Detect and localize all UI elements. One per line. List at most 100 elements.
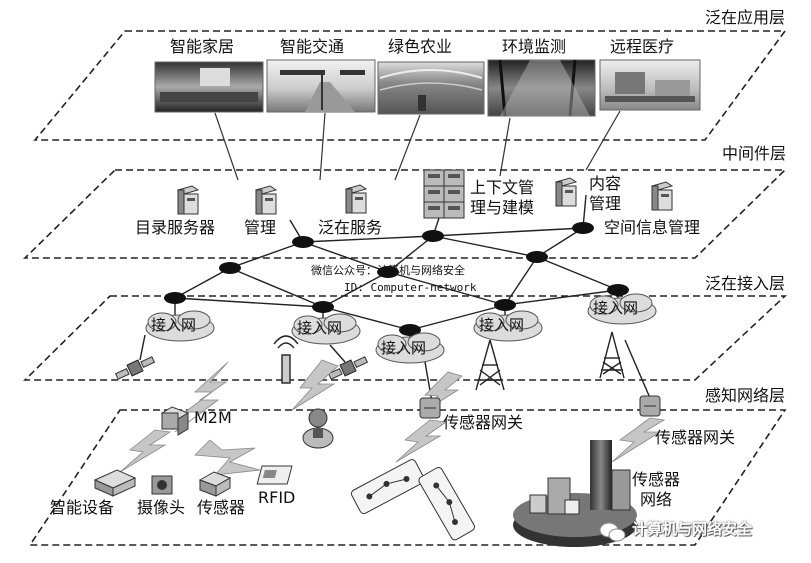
sensor-gateway-label: 传感器网关	[655, 428, 736, 447]
access-layer-label: 泛在接入层	[705, 274, 786, 293]
server-rack-icon	[423, 169, 465, 219]
access-plane	[23, 295, 788, 381]
sensor-label: 传感器	[197, 498, 246, 517]
m2m-box-icon	[160, 406, 190, 436]
smart-device-icon	[93, 469, 137, 497]
sensing-layer-label: 感知网络层	[705, 386, 786, 405]
environment-monitoring-photo	[487, 59, 596, 117]
server-icon	[554, 177, 578, 207]
remote-medical-photo	[599, 59, 701, 111]
access-network-label: 接入网	[479, 316, 525, 334]
camera-icon	[151, 475, 173, 495]
network-node	[164, 292, 186, 304]
network-node	[219, 262, 241, 274]
middleware-plane	[23, 169, 787, 259]
app-label-environment-monitoring: 环境监测	[502, 37, 567, 56]
access-clouds	[145, 293, 657, 364]
sensing-plane	[28, 409, 787, 546]
sensing-devices	[93, 395, 661, 547]
satellite-icon	[327, 356, 369, 380]
middleware-layer-label: 中间件层	[722, 144, 787, 163]
access-network-label: 接入网	[593, 299, 639, 317]
server-icon	[344, 184, 368, 214]
lightning-icon	[395, 419, 448, 463]
context-management-label-line1: 上下文管	[470, 178, 535, 197]
m2m-label: M2M	[194, 408, 232, 427]
server-icon	[176, 185, 200, 215]
sensor-node-board-icon	[350, 459, 425, 515]
tower-icon	[475, 339, 505, 391]
cloud-icon	[587, 293, 657, 325]
wechat-icon	[599, 522, 626, 542]
smart-traffic-photo	[266, 59, 376, 113]
gateway-icon	[419, 397, 441, 419]
green-agriculture-photo	[377, 61, 485, 115]
access-network-label: 接入网	[297, 319, 343, 337]
app-label-smart-traffic: 智能交通	[280, 37, 345, 56]
content-management-label-line1: 内容	[589, 174, 622, 193]
app-photos	[154, 59, 701, 117]
watermark-line2: ID: Computer-network	[344, 281, 477, 294]
lightning-icon	[174, 361, 229, 433]
rfid-label: RFID	[258, 488, 296, 507]
server-icon	[254, 185, 278, 215]
cloud-icon	[473, 310, 543, 342]
sensor-node-board-icon	[418, 466, 476, 541]
wireless-links	[119, 359, 666, 476]
network-node	[607, 284, 629, 296]
brand-watermark: 计算机与网络安全	[632, 520, 753, 538]
network-links	[139, 194, 651, 403]
network-nodes	[164, 222, 629, 336]
management-label: 管理	[244, 218, 277, 237]
cloud-icon	[375, 332, 445, 364]
sensor-gateway-label: 传感器网关	[443, 413, 524, 432]
app-label-smart-home: 智能家居	[170, 37, 235, 56]
ubiquitous-service-label: 泛在服务	[318, 218, 383, 237]
network-node	[292, 236, 314, 248]
antenna-icon	[273, 335, 299, 384]
lightning-icon	[611, 417, 666, 463]
relay-devices	[114, 356, 369, 380]
cloud-icon	[145, 310, 215, 342]
person-icon	[302, 408, 334, 449]
lightning-icon	[291, 359, 339, 411]
app-label-green-agriculture: 绿色农业	[388, 37, 453, 56]
application-plane	[33, 30, 787, 141]
context-management-label-line2: 理与建模	[470, 198, 535, 217]
directory-server-label: 目录服务器	[135, 218, 216, 237]
network-node	[399, 324, 421, 336]
servers	[176, 169, 674, 219]
smart-home-photo	[154, 61, 264, 113]
camera-label: 摄像头	[137, 498, 186, 517]
gateway-icon	[639, 395, 661, 417]
tower-icon	[599, 331, 625, 379]
network-node	[312, 301, 334, 313]
content-management-label-line2: 管理	[589, 194, 622, 213]
lightning-icon	[119, 429, 172, 473]
network-node	[526, 251, 548, 263]
access-network-label: 接入网	[151, 316, 197, 334]
application-layer-label: 泛在应用层	[705, 8, 786, 27]
towers	[273, 331, 625, 391]
satellite-icon	[114, 356, 156, 380]
network-node	[494, 299, 516, 311]
cloud-icon	[291, 313, 361, 345]
network-node	[572, 222, 594, 234]
layer-planes	[23, 30, 788, 546]
watermark-line1: 微信公众号：计算机与网络安全	[311, 264, 465, 277]
spatial-info-management-label: 空间信息管理	[604, 218, 701, 237]
lightning-icon	[194, 439, 261, 476]
access-network-label: 接入网	[381, 339, 427, 357]
rfid-icon	[256, 465, 293, 485]
smart-device-label: 智能设备	[50, 498, 115, 517]
network-node	[422, 230, 444, 242]
server-icon	[650, 181, 674, 211]
sensor-network-label-line1: 传感器	[632, 470, 681, 489]
app-label-remote-medical: 远程医疗	[610, 37, 675, 56]
sensor-network-label-line2: 网络	[640, 490, 673, 509]
network-node	[377, 266, 399, 278]
sensor-icon	[198, 471, 232, 497]
app-connectors	[214, 110, 621, 181]
